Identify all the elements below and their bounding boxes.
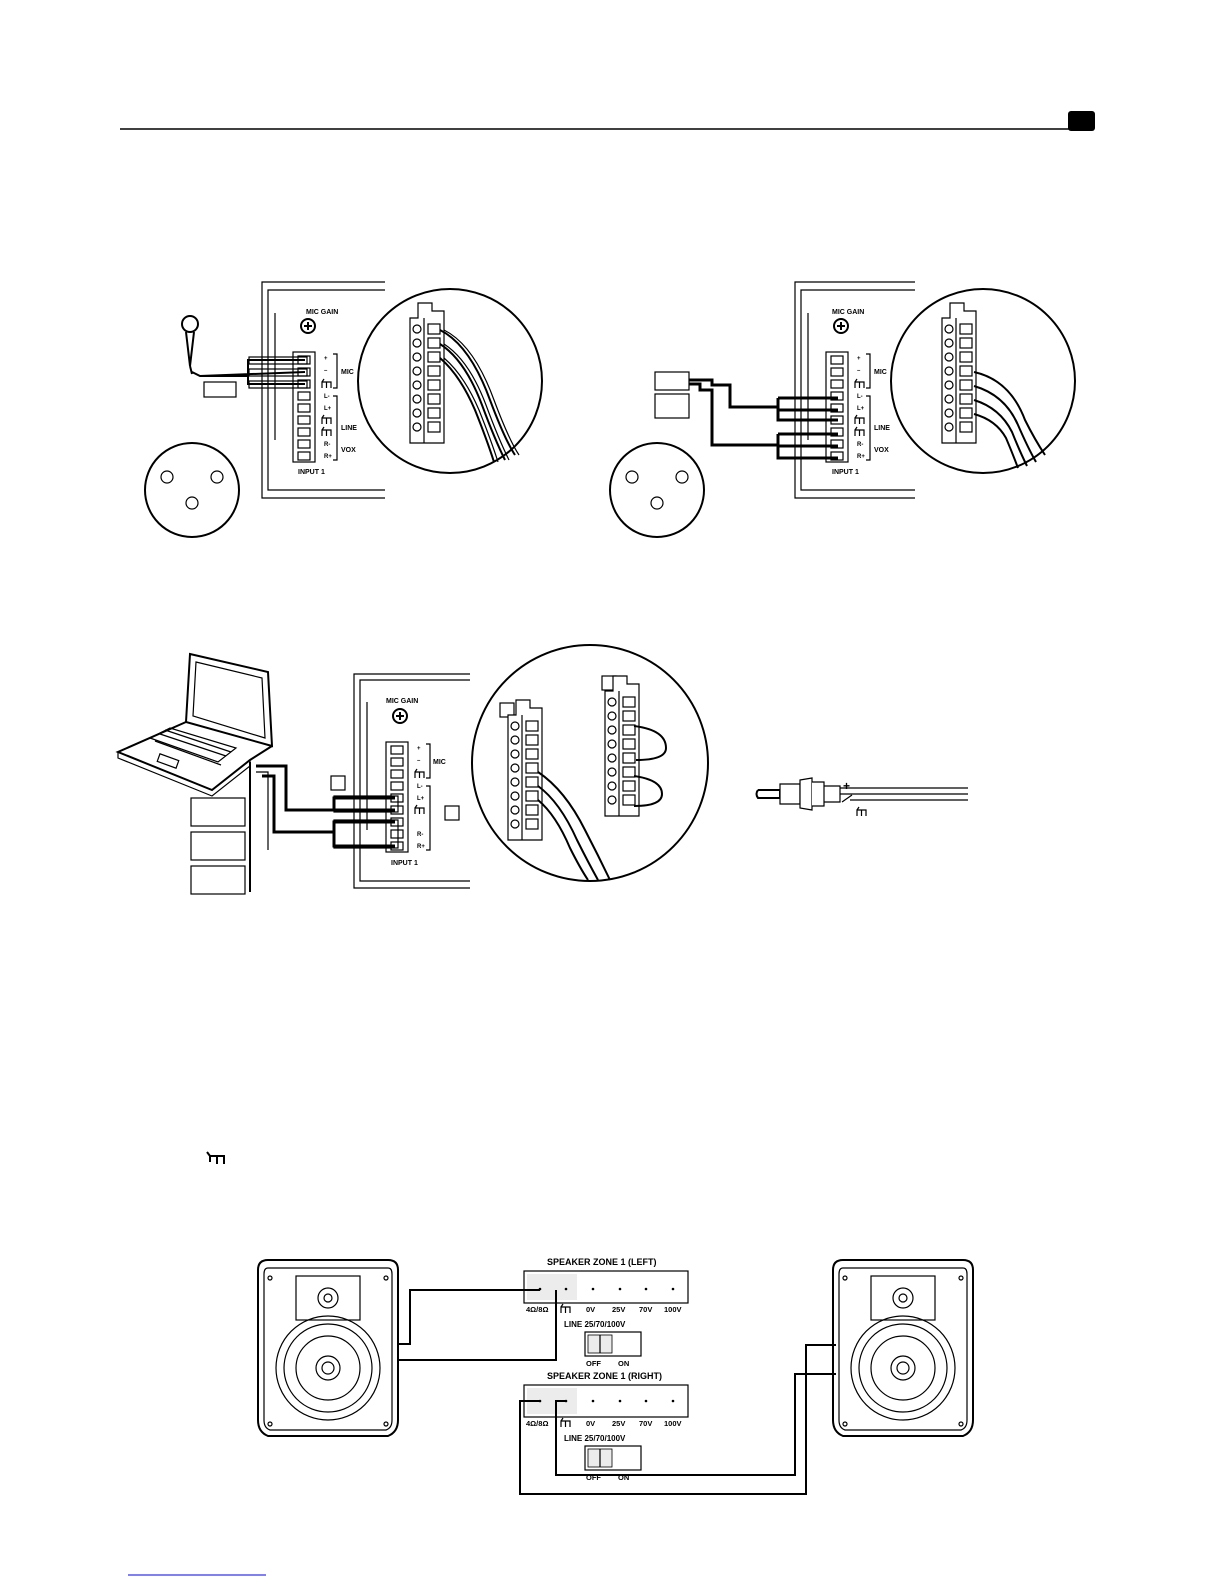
rca-plus-label: + [843, 779, 850, 793]
zone-left-switch-off: OFF [586, 1359, 601, 1368]
svg-text:L+: L+ [417, 796, 425, 802]
mic-gain-screw-icon-2 [834, 319, 848, 333]
terminal-label-25v-r: 25V [612, 1419, 625, 1428]
vox-group-label: VOX [341, 447, 356, 454]
xlr-connector-icon-2 [610, 443, 704, 537]
mic-group-label-3: MIC [433, 759, 446, 766]
loudspeaker-icon-right [833, 1260, 973, 1436]
figure-line-connection: MIC GAIN INPUT 1 + – L- L+ R- R+ MIC LINE V… [610, 282, 1075, 537]
svg-text:+: + [324, 356, 328, 362]
zoom-plug [410, 303, 444, 443]
microphone-icon [182, 316, 198, 374]
svg-text:L+: L+ [324, 406, 332, 412]
input-label-2: INPUT 1 [832, 469, 859, 476]
svg-text:–: – [417, 758, 421, 764]
terminal-label-impedance: 4Ω/8Ω [526, 1305, 548, 1314]
terminal-label-100v: 100V [664, 1305, 682, 1314]
input-label-3: INPUT 1 [391, 860, 418, 867]
vox-group-label-2: VOX [874, 447, 889, 454]
svg-text:R-: R- [324, 442, 330, 448]
terminal-label-100v-r: 100V [664, 1419, 682, 1428]
laptop-icon [118, 654, 272, 796]
line-group-label-2: LINE [874, 425, 890, 432]
zoom-circle [358, 289, 542, 473]
svg-text:R-: R- [857, 442, 863, 448]
svg-text:L-: L- [417, 784, 423, 790]
xlr-connector-icon [145, 443, 239, 537]
svg-text:R-: R- [417, 832, 423, 838]
terminal-label-25v: 25V [612, 1305, 625, 1314]
rca-plug-icon: + [757, 778, 969, 816]
ground-symbol-icon [857, 807, 866, 816]
mic-gain-label-2: MIC GAIN [832, 309, 864, 316]
figure-mic-connection: MIC GAIN INPUT 1 + – L- L+ R- R+ MIC LINE V… [145, 282, 542, 537]
page-number-badge [1068, 111, 1095, 131]
svg-text:+: + [417, 746, 421, 752]
mic-gain-screw-icon [301, 319, 315, 333]
mic-gain-screw-icon-3 [393, 709, 407, 723]
zone-left-switch-on: ON [618, 1359, 629, 1368]
zone-right-switch-title: LINE 25/70/100V [564, 1434, 626, 1443]
terminal-label-70v: 70V [639, 1305, 652, 1314]
zone-right-title: SPEAKER ZONE 1 (RIGHT) [547, 1371, 662, 1381]
figure-speaker-connection: SPEAKER ZONE 1 (LEFT) 4Ω/8Ω 0V 25V 70V 1… [258, 1257, 973, 1494]
label-box [204, 382, 236, 397]
terminal-label-0v-r: 0V [586, 1419, 595, 1428]
line-group-label: LINE [341, 425, 357, 432]
svg-text:R+: R+ [324, 454, 332, 460]
zone-left-switch-title: LINE 25/70/100V [564, 1320, 626, 1329]
svg-text:L+: L+ [857, 406, 865, 412]
svg-text:L-: L- [857, 394, 863, 400]
terminal-label-70v-r: 70V [639, 1419, 652, 1428]
svg-text:R+: R+ [417, 844, 425, 850]
svg-text:–: – [857, 368, 861, 374]
callout-box-a [331, 776, 345, 790]
mic-gain-label-3: MIC GAIN [386, 698, 418, 705]
svg-text:–: – [324, 368, 328, 374]
terminal-label-0v: 0V [586, 1305, 595, 1314]
mic-group-label: MIC [341, 369, 354, 376]
svg-text:+: + [857, 356, 861, 362]
ground-symbol-icon-text [207, 1152, 224, 1164]
mic-gain-label: MIC GAIN [306, 309, 338, 316]
loudspeaker-icon-left [258, 1260, 398, 1436]
svg-text:R+: R+ [857, 454, 865, 460]
terminal-label-impedance-r: 4Ω/8Ω [526, 1419, 548, 1428]
zone-left-title: SPEAKER ZONE 1 (LEFT) [547, 1257, 657, 1267]
figure-laptop-connection: MIC GAIN INPUT 1 + – L- L+ R- R+ MIC [118, 645, 968, 894]
input-label: INPUT 1 [298, 469, 325, 476]
callout-box-b [445, 806, 459, 820]
svg-text:L-: L- [324, 394, 330, 400]
mic-group-label-2: MIC [874, 369, 887, 376]
